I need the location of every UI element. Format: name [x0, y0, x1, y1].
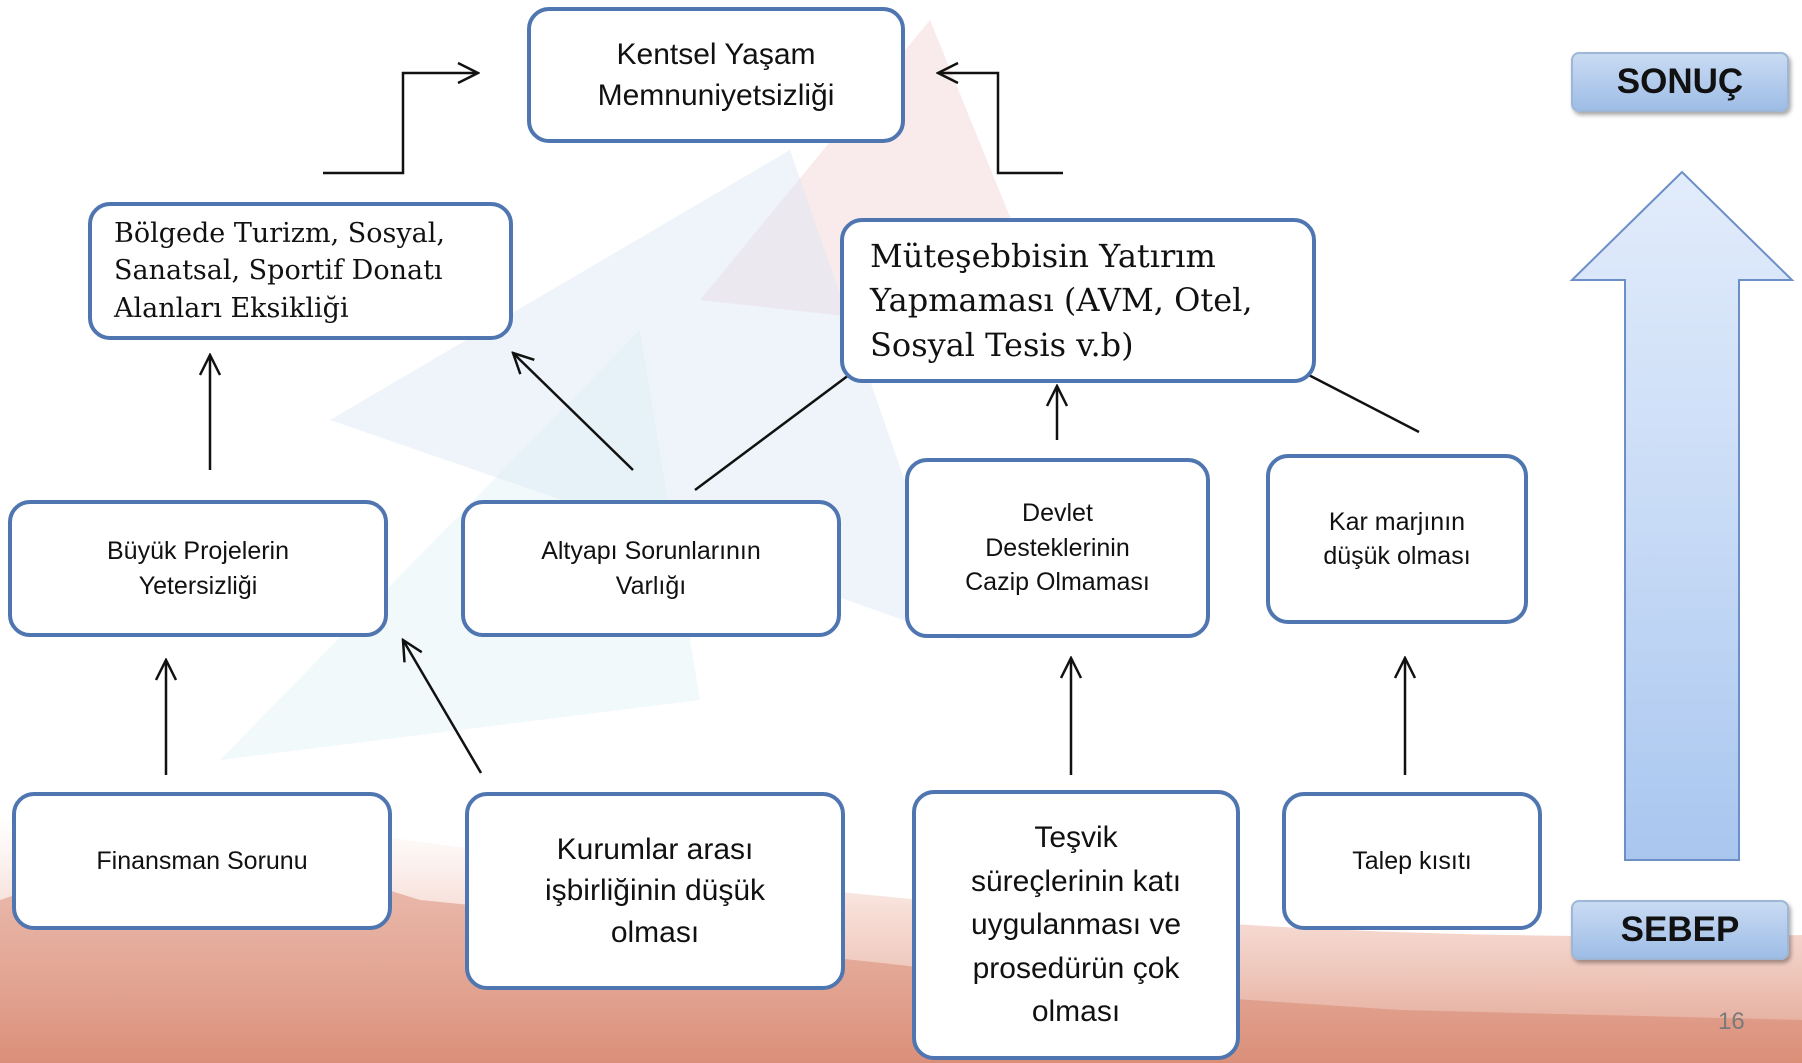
box-finansman-sorunu: Finansman Sorunu	[12, 792, 392, 930]
box-bolgede-donati: Bölgede Turizm, Sosyal, Sanatsal, Sporti…	[88, 202, 513, 340]
box-devlet-destekleri: Devlet Desteklerinin Cazip Olmaması	[905, 458, 1210, 638]
box-altyapi-sorunlari: Altyapı Sorunlarının Varlığı	[461, 500, 841, 637]
watermark-peak-cyan	[220, 330, 700, 760]
watermark-skyline	[0, 814, 1802, 1063]
label-sebep: SEBEP	[1571, 900, 1789, 960]
box-tesvik-surecleri: Teşvik süreçlerinin katı uygulanması ve …	[912, 790, 1240, 1060]
arrow-bolgede-to-kentsel	[323, 73, 478, 175]
box-talep-kisiti: Talep kısıtı	[1282, 792, 1542, 930]
box-kentsel-yasam: Kentsel Yaşam Memnuniyetsizliği	[527, 7, 905, 143]
box-muteşebbis-yatirim: Müteşebbisin Yatırım Yapmaması (AVM, Ote…	[840, 218, 1316, 383]
arrow-muteşebbis-to-kentsel	[938, 73, 1063, 175]
arrow-altyapi-to-muteşebbis	[694, 357, 873, 492]
box-kar-marji: Kar marjının düşük olması	[1266, 454, 1528, 624]
box-buyuk-projeler: Büyük Projelerin Yetersizliği	[8, 500, 388, 637]
big-up-arrow	[1569, 170, 1795, 861]
arrow-altyapi-to-bolgede	[513, 353, 634, 471]
label-sonuc: SONUÇ	[1571, 52, 1789, 112]
box-kurumlar-isbirligi: Kurumlar arası işbirliğinin düşük olması	[465, 792, 845, 990]
page-number: 16	[1718, 1008, 1745, 1035]
arrow-kurumlar-to-buyuk	[403, 640, 483, 774]
